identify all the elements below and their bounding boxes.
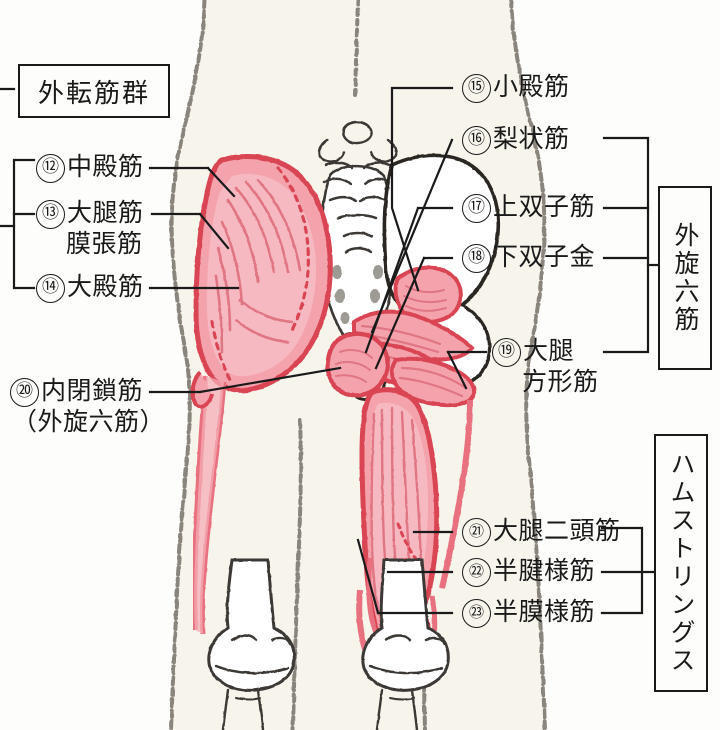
leader-12b bbox=[206, 166, 236, 198]
label-15-number: ⑮ bbox=[462, 74, 491, 103]
leader-19b bbox=[446, 350, 468, 390]
label-16-text: 梨状筋 bbox=[493, 124, 570, 153]
label-18-number: ⑱ bbox=[462, 244, 491, 273]
label-23-text: 半膜様筋 bbox=[493, 597, 596, 626]
leader-lines bbox=[0, 86, 662, 615]
label-19-number: ⑲ bbox=[492, 338, 521, 367]
pelvis-bone bbox=[317, 120, 398, 370]
label-19-text: 大腿 bbox=[523, 336, 575, 365]
left-leg-bone bbox=[207, 558, 296, 730]
label-18-text: 下双子金 bbox=[493, 242, 596, 271]
label-22-number: ㉒ bbox=[462, 558, 491, 587]
leader-13b bbox=[198, 212, 230, 250]
label-14-text: 大殿筋 bbox=[67, 272, 144, 301]
label-13-text: 大腿筋 bbox=[67, 198, 144, 227]
leader-17b bbox=[364, 206, 420, 354]
group-box-hamstrings: ハムストリングス bbox=[654, 434, 708, 692]
leader-18b bbox=[374, 256, 426, 370]
label-21-text: 大腿二頭筋 bbox=[493, 516, 621, 545]
bracket-hamstrings bbox=[600, 526, 644, 615]
bracket-rotators bbox=[602, 136, 650, 354]
label-20-number: ⑳ bbox=[10, 378, 39, 407]
label-19-text-line2: 方形筋 bbox=[522, 367, 599, 396]
leader-23b bbox=[356, 538, 380, 615]
label-22-text: 半腱様筋 bbox=[493, 556, 596, 585]
label-15-text: 小殿筋 bbox=[493, 72, 570, 101]
bracket-abductors bbox=[12, 158, 36, 290]
leader-15 bbox=[390, 86, 454, 292]
label-14-number: ⑭ bbox=[36, 274, 65, 303]
right-leg-bone bbox=[361, 558, 450, 730]
label-12-number: ⑫ bbox=[36, 154, 65, 183]
label-17-text: 上双子筋 bbox=[493, 192, 596, 221]
label-12-text: 中殿筋 bbox=[67, 152, 144, 181]
label-20-text: 内閉鎖筋 bbox=[41, 376, 144, 405]
label-13-number: ⑬ bbox=[36, 200, 65, 229]
group-box-abductors: 外転筋群 bbox=[18, 64, 170, 118]
label-17-number: ⑰ bbox=[462, 194, 491, 223]
label-13-text-line2: 膜張筋 bbox=[66, 229, 143, 258]
label-16-number: ⑯ bbox=[462, 126, 491, 155]
gluteal-muscle-mass-left bbox=[190, 154, 333, 635]
label-21-number: ㉑ bbox=[462, 518, 491, 547]
group-box-external-rotators: 外旋六筋 bbox=[658, 186, 712, 370]
label-20-text-line2: （外旋六筋） bbox=[12, 407, 166, 436]
leader-20b bbox=[198, 366, 342, 394]
label-23-number: ㉓ bbox=[462, 599, 491, 628]
